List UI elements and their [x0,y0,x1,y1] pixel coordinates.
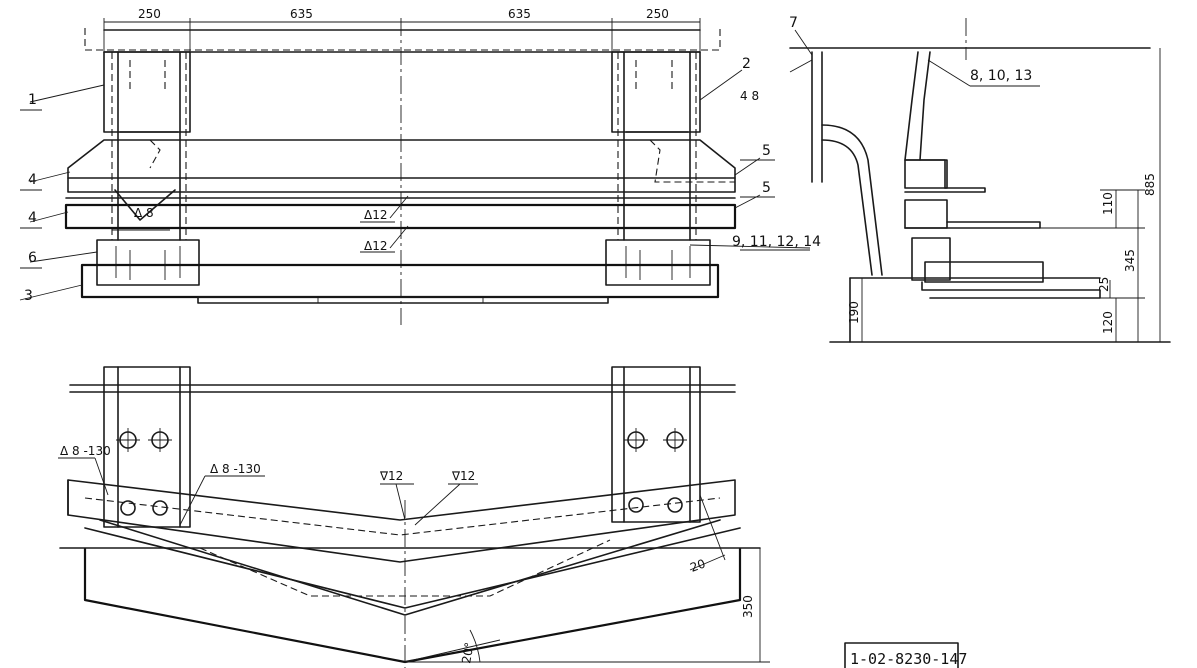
dim-635-left: 635 [290,7,313,21]
dim-190: 190 [847,301,861,324]
dim-635-right: 635 [508,7,531,21]
weld-symbol-12-upper: Δ12 [364,208,387,222]
callout-7: 7 [789,15,798,31]
weld-12-center-right: ∇12 [451,469,475,483]
callout-4-upper: 4 [28,172,37,188]
callout-2: 2 [742,56,751,72]
dim-350: 350 [741,595,755,618]
weld-4-8: 4 8 [740,89,759,103]
callout-1: 1 [28,92,37,108]
angle-20-deg: 20° [459,641,476,664]
weld-12-center-left: ∇12 [379,469,403,483]
callout-8-10-13: 8, 10, 13 [970,68,1032,84]
dim-110: 110 [1101,192,1115,215]
dim-885: 885 [1143,173,1157,196]
dim-250-left: 250 [138,7,161,21]
callout-9-11-12-14: 9, 11, 12, 14 [732,234,821,250]
callout-4-lower: 4 [28,210,37,226]
dim-345: 345 [1123,249,1137,272]
dim-25: 25 [1097,277,1111,292]
dim-20: 20 [688,556,707,574]
weld-8-130-mid: Δ 8 -130 [210,462,261,476]
callout-6: 6 [28,250,37,266]
weld-symbol-8: Δ 8 [134,206,154,220]
dim-120: 120 [1101,311,1115,334]
weld-8-130-left: Δ 8 -130 [60,444,111,458]
drawing-code: 1-02-8230-147 [850,650,967,668]
dim-250-right: 250 [646,7,669,21]
side-view [789,18,1171,343]
front-view [19,18,811,325]
callout-5-lower: 5 [762,180,771,196]
title-block [844,642,959,668]
plan-view [58,366,770,668]
callout-3: 3 [24,288,33,304]
callout-5-upper: 5 [762,143,771,159]
weld-symbol-12-lower: Δ12 [364,239,387,253]
